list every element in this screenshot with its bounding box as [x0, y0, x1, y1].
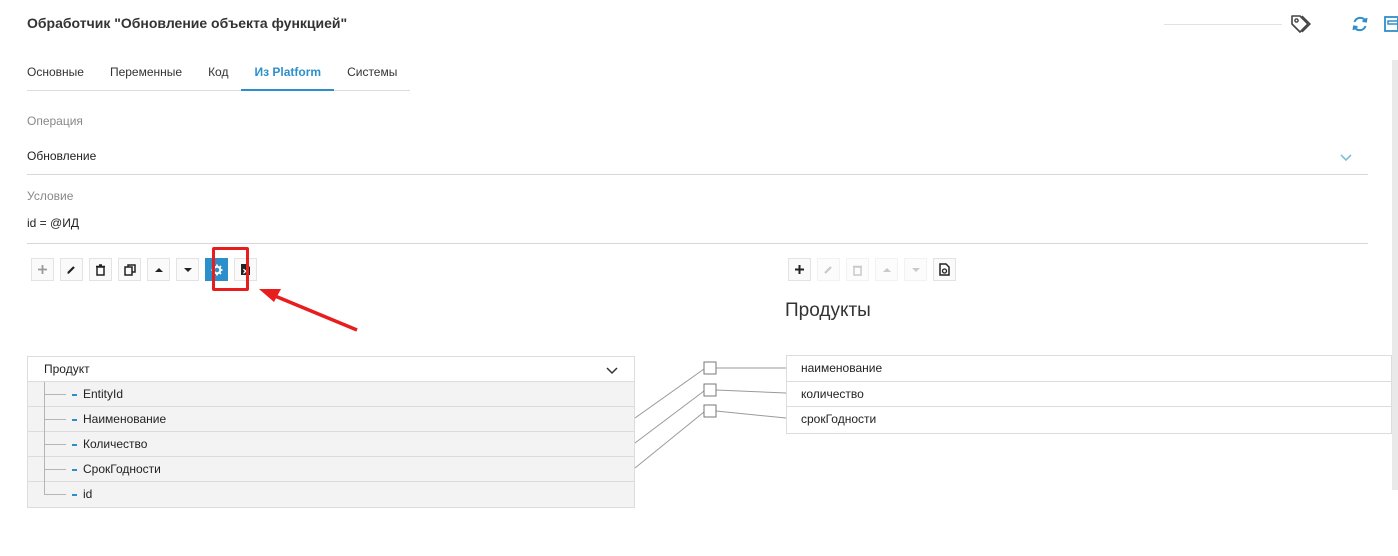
tag-icon[interactable]: [1288, 12, 1312, 36]
condition-input[interactable]: id = @ИД: [27, 216, 79, 230]
move-down-button[interactable]: [904, 258, 927, 281]
products-title: Продукты: [785, 300, 871, 321]
tree-node-label: EntityId: [83, 387, 124, 401]
move-up-button[interactable]: [875, 258, 898, 281]
operation-select[interactable]: Обновление: [27, 149, 97, 163]
tab-systems[interactable]: Системы: [347, 65, 398, 79]
copy-button[interactable]: [118, 258, 141, 281]
scrollbar[interactable]: [1392, 60, 1398, 490]
target-field[interactable]: срокГодности: [787, 407, 1391, 433]
link-node[interactable]: [703, 361, 717, 375]
dash-icon: [72, 494, 77, 496]
add-button[interactable]: [788, 258, 811, 281]
target-field-label: наименование: [801, 361, 883, 375]
target-field-label: срокГодности: [801, 412, 877, 426]
export-excel-button[interactable]: [234, 258, 257, 281]
tree-node[interactable]: EntityId: [28, 382, 634, 407]
add-button[interactable]: [31, 258, 54, 281]
delete-button[interactable]: [846, 258, 869, 281]
left-toolbar: [31, 258, 257, 281]
target-field[interactable]: наименование: [787, 356, 1391, 382]
tab-code[interactable]: Код: [208, 65, 229, 79]
tree-node[interactable]: Наименование: [28, 407, 634, 432]
chevron-down-icon[interactable]: [606, 364, 618, 378]
condition-label: Условие: [27, 189, 74, 203]
source-tree: Продукт EntityId Наименование Количество…: [27, 356, 635, 508]
dash-icon: [72, 444, 77, 446]
header-divider: [1164, 24, 1282, 25]
link-node[interactable]: [703, 404, 717, 418]
tree-node-label: id: [83, 487, 93, 501]
operation-label: Операция: [27, 114, 83, 128]
target-field-label: количество: [801, 386, 864, 401]
tree-node[interactable]: Количество: [28, 432, 634, 457]
right-toolbar: [788, 258, 956, 281]
chevron-down-icon[interactable]: [1339, 151, 1353, 163]
delete-button[interactable]: [89, 258, 112, 281]
tree-node-label: СрокГодности: [83, 462, 161, 476]
edit-button[interactable]: [817, 258, 840, 281]
import-button[interactable]: [933, 258, 956, 281]
page-title: Обработчик "Обновление объекта функцией": [27, 15, 348, 31]
move-up-button[interactable]: [147, 258, 170, 281]
highlight-box: [212, 247, 249, 291]
dash-icon: [72, 394, 77, 396]
dash-icon: [72, 469, 77, 471]
save-icon[interactable]: [1382, 12, 1398, 36]
tab-bar: Основные Переменные Код Из Platform Сист…: [27, 52, 411, 91]
tree-node-label: Количество: [83, 437, 148, 451]
operation-underline: [27, 174, 1368, 175]
edit-button[interactable]: [60, 258, 83, 281]
condition-underline: [27, 243, 1368, 244]
tree-node-label: Наименование: [83, 412, 167, 426]
move-down-button[interactable]: [176, 258, 199, 281]
refresh-icon[interactable]: [1348, 12, 1372, 36]
tree-root-label: Продукт: [44, 362, 90, 376]
settings-button[interactable]: [205, 258, 228, 281]
tab-from-platform[interactable]: Из Platform: [241, 52, 335, 91]
tree-node[interactable]: СрокГодности: [28, 457, 634, 482]
link-node[interactable]: [703, 383, 717, 397]
dash-icon: [72, 419, 77, 421]
target-field[interactable]: количество: [787, 382, 1391, 407]
target-fields: наименование количество срокГодности: [786, 355, 1392, 434]
tree-root[interactable]: Продукт: [28, 357, 634, 382]
tab-variables[interactable]: Переменные: [109, 65, 183, 79]
tab-basic[interactable]: Основные: [27, 65, 84, 79]
tree-node[interactable]: id: [28, 482, 634, 507]
